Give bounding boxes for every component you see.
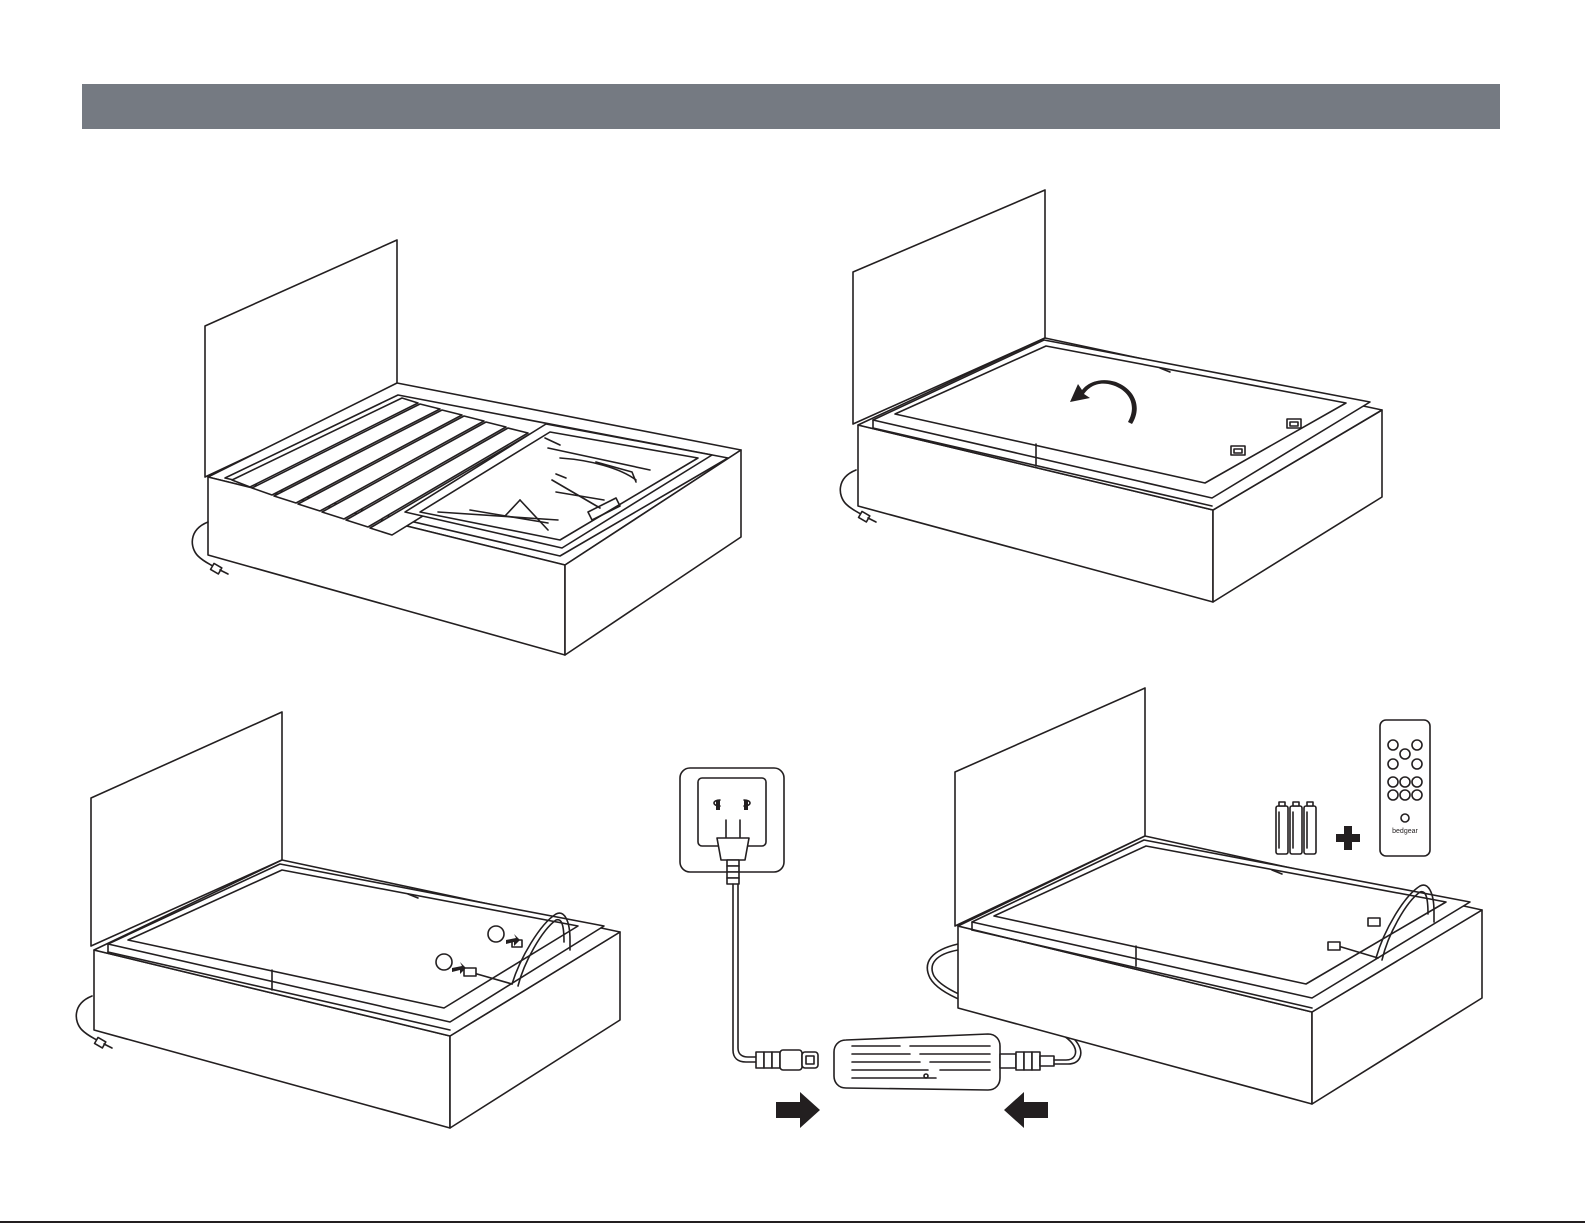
step-2-panel-installed bbox=[840, 190, 1382, 602]
left-arrow-icon bbox=[1004, 1092, 1048, 1128]
adapter-input-connector-icon bbox=[756, 1050, 818, 1070]
cable-connector-icon bbox=[859, 511, 870, 522]
remote-control-icon: bedgear bbox=[1380, 720, 1430, 856]
adapter-output-connector-icon bbox=[1000, 1052, 1054, 1070]
remote-brand-label: bedgear bbox=[1392, 828, 1418, 835]
footer-line bbox=[0, 1221, 1585, 1223]
cable-connector-icon bbox=[95, 1037, 106, 1048]
step-5-finished-with-remote: bedgear bbox=[955, 688, 1482, 1104]
power-adapter-icon bbox=[834, 1034, 1000, 1090]
cable-connector-icon bbox=[211, 563, 222, 574]
step-marker-circle bbox=[488, 926, 504, 942]
plus-icon bbox=[1336, 826, 1360, 850]
step-3-cable-routing bbox=[76, 712, 620, 1128]
batteries-icon bbox=[1276, 802, 1316, 854]
step-marker-circle bbox=[436, 954, 452, 970]
step-1-bed-frame bbox=[192, 240, 741, 655]
right-arrow-icon bbox=[776, 1092, 820, 1128]
